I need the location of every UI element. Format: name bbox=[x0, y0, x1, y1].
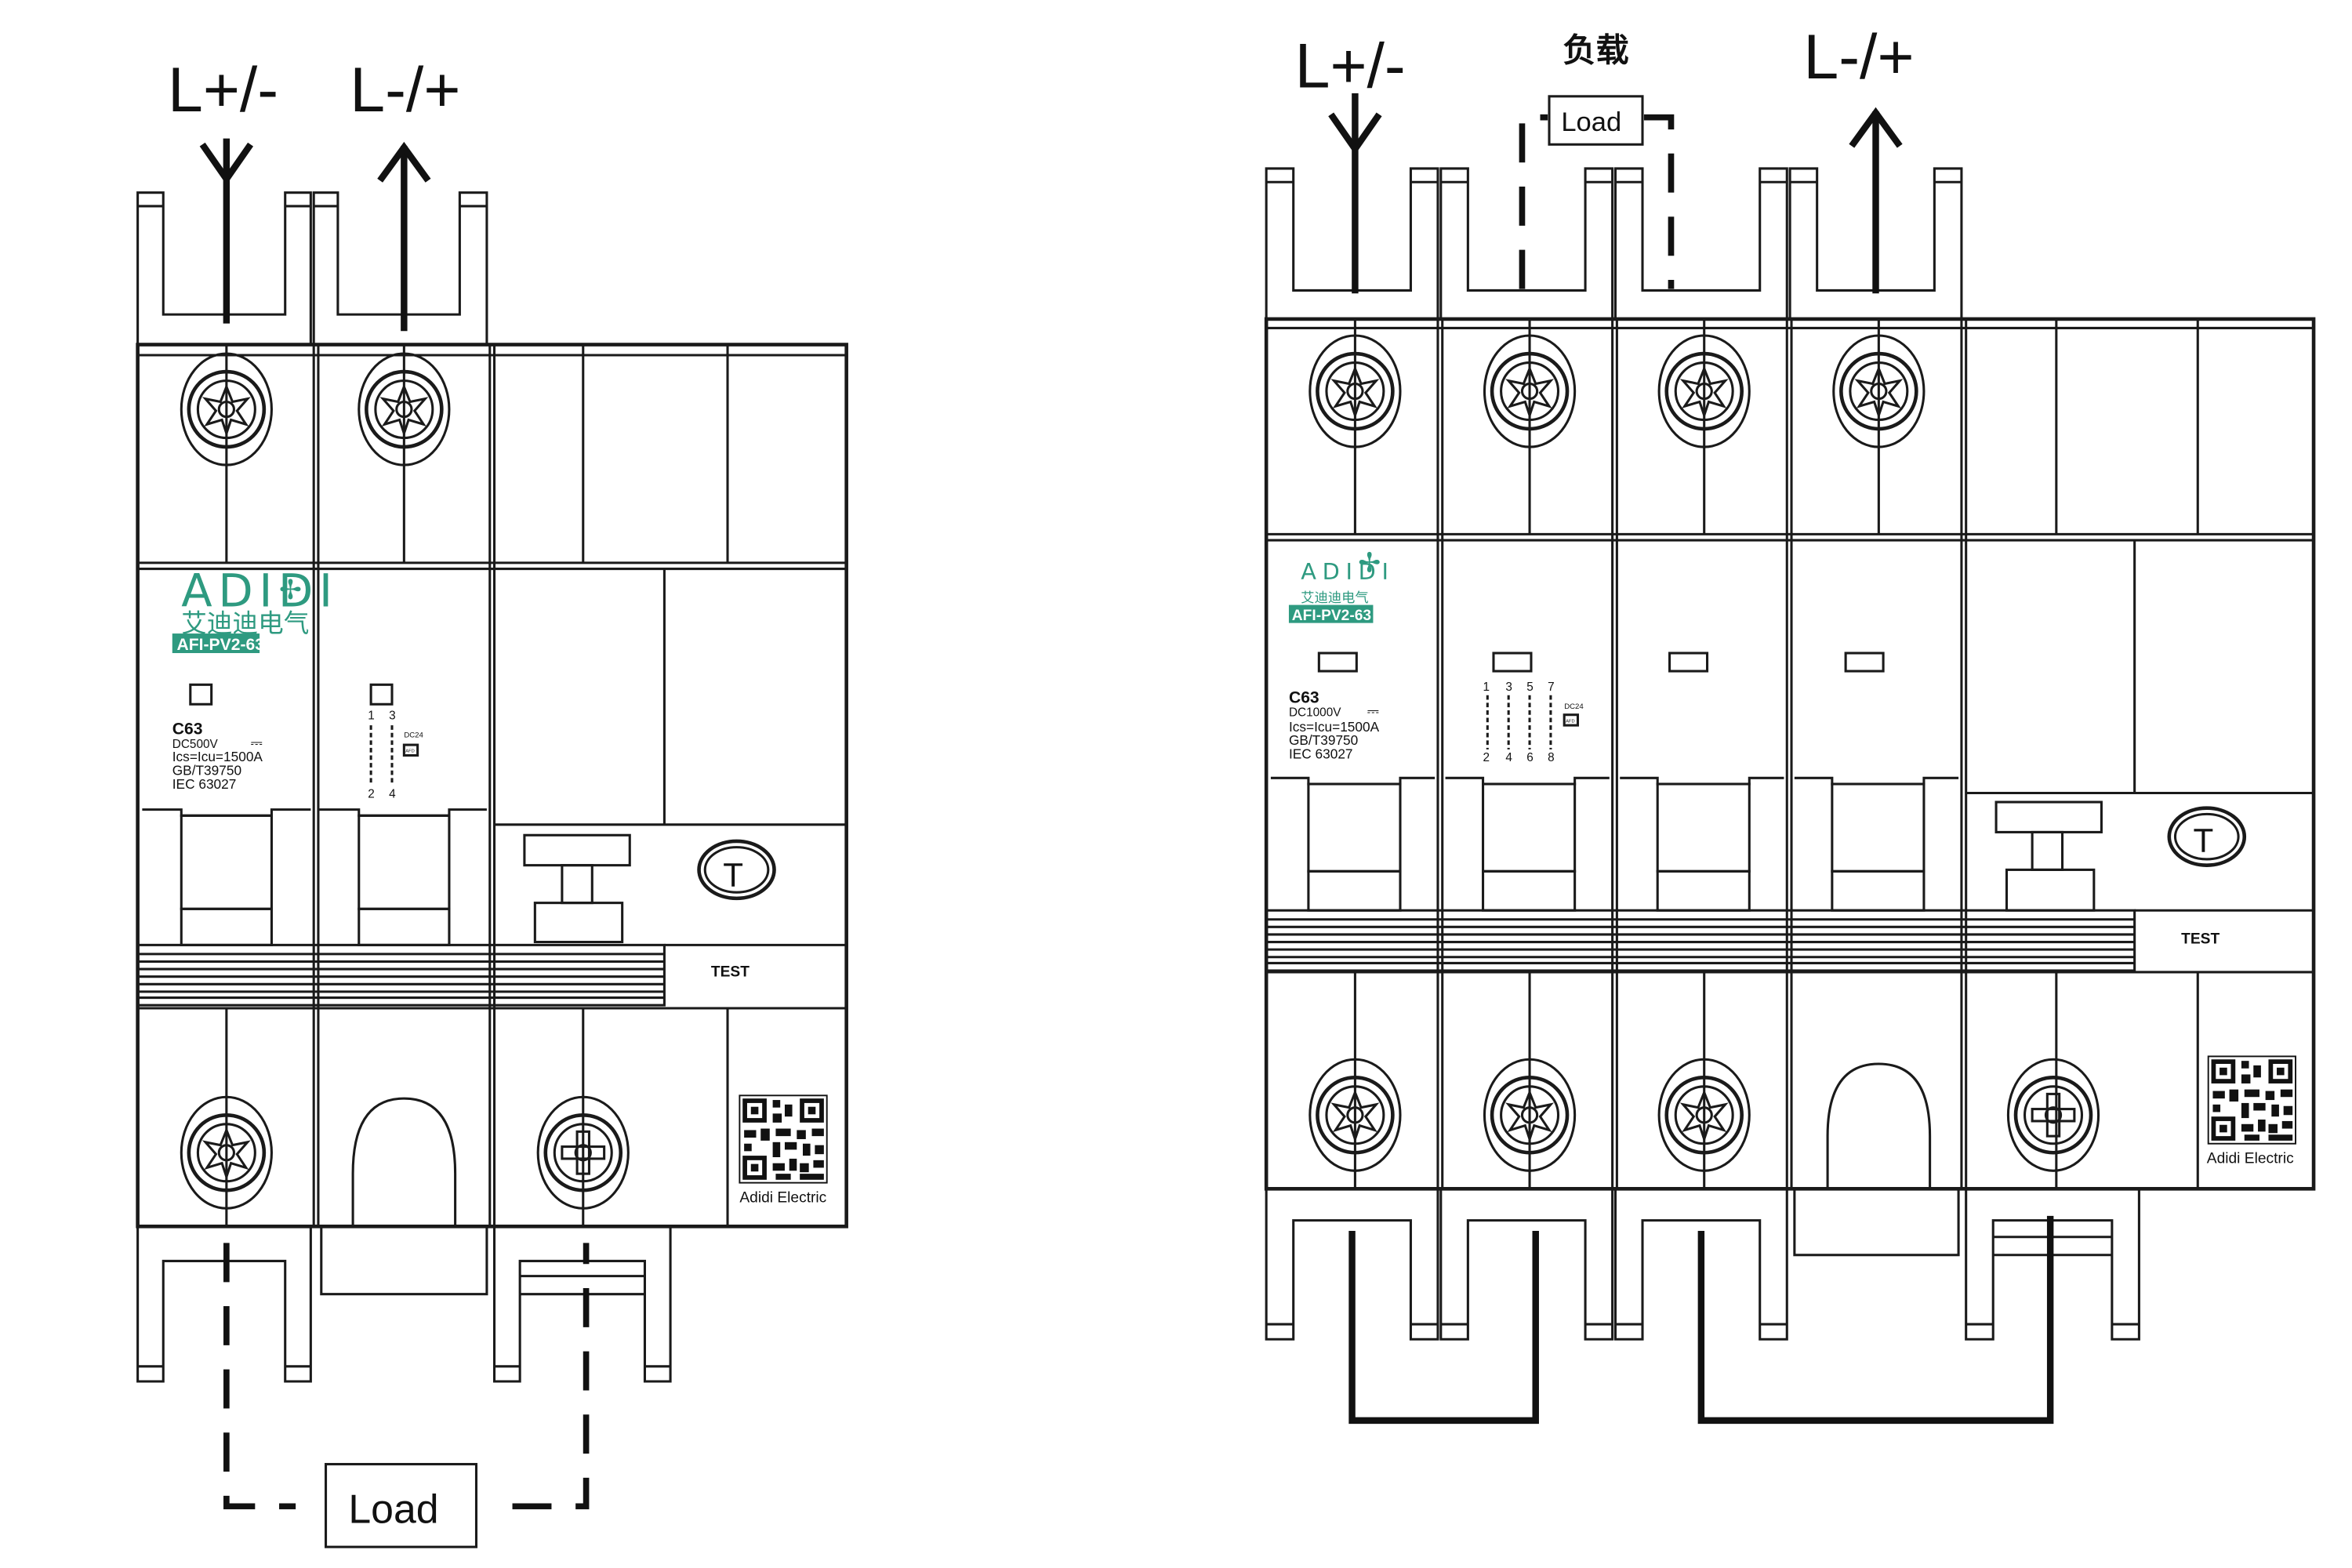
bottom-jumper-1 bbox=[1348, 1231, 1539, 1425]
right-wiring bbox=[1328, 93, 2054, 1425]
left-handles bbox=[142, 808, 631, 946]
svg-text:DC24: DC24 bbox=[404, 731, 423, 739]
right-bottom-prongs bbox=[1265, 1062, 2140, 1341]
status-window bbox=[1317, 652, 1358, 673]
left-wiring bbox=[199, 138, 590, 1548]
standard-gb: GB/T39750 bbox=[1289, 732, 1358, 748]
brand-cn-name: 艾迪迪电气 bbox=[1301, 590, 1368, 606]
standard-iec: IEC 63027 bbox=[172, 776, 237, 792]
svg-text:2: 2 bbox=[368, 787, 375, 800]
right-breaker-assembly: ADIDI ✢ 艾迪迪电气 AFI-PV2-63 C63 DC1000V ⎓ I… bbox=[1264, 167, 2316, 1341]
breaking-capacity: Ics=Icu=1500A bbox=[172, 749, 263, 764]
top-load-wire-1 bbox=[1519, 114, 1548, 289]
qr-caption: Adidi Electric bbox=[2207, 1151, 2294, 1167]
svg-text:6: 6 bbox=[1526, 751, 1534, 764]
right-handles bbox=[1270, 776, 2103, 912]
down-arrow-icon bbox=[1328, 112, 1382, 155]
voltage: DC500V bbox=[172, 738, 219, 751]
contact-schematic: 1 3 5 7 2 4 6 8 DC24 AFD bbox=[1483, 681, 1584, 764]
screw-terminal-icon[interactable] bbox=[2008, 1059, 2098, 1171]
svg-text:3: 3 bbox=[389, 709, 396, 722]
bottom-jumper-2 bbox=[1697, 1215, 2054, 1425]
svg-text:AFD: AFD bbox=[405, 750, 414, 754]
load-label: Load bbox=[348, 1486, 438, 1531]
terminal-label-1: L+/- bbox=[168, 55, 278, 125]
svg-text:1: 1 bbox=[1483, 681, 1490, 694]
svg-text:7: 7 bbox=[1548, 681, 1555, 694]
brand-logo: ADIDI bbox=[1301, 558, 1394, 585]
qr-caption: Adidi Electric bbox=[739, 1190, 826, 1207]
top-load-wire-2 bbox=[1643, 114, 1675, 289]
svg-text:DC24: DC24 bbox=[1564, 702, 1584, 711]
standard-iec: IEC 63027 bbox=[1289, 746, 1353, 761]
rating: C63 bbox=[172, 720, 203, 739]
load-box bbox=[325, 1463, 478, 1548]
brand-leaf-icon: ✢ bbox=[279, 575, 302, 605]
up-arrow-icon bbox=[377, 141, 431, 183]
left-breaker-assembly: ADIDI ✢ 艾迪迪电气 AFI-PV2-63 C63 DC500V ⎓ Ic… bbox=[136, 191, 848, 1383]
test-button-icon[interactable] bbox=[2167, 806, 2247, 867]
left-top-prongs bbox=[136, 191, 488, 345]
model-number: AFI-PV2-63 bbox=[177, 636, 264, 654]
brand-leaf-icon: ✢ bbox=[1358, 548, 1381, 578]
right-stripe-band bbox=[1265, 909, 2136, 972]
up-arrow-icon bbox=[1849, 107, 1903, 148]
left-stripe-band bbox=[136, 943, 666, 1007]
dc-symbol: ⎓ bbox=[1367, 704, 1379, 720]
load-wire-2 bbox=[512, 1243, 590, 1510]
status-window bbox=[189, 683, 213, 706]
load-wire-1 bbox=[223, 1243, 296, 1510]
contact-schematic: 1 3 2 4 DC24 AFD bbox=[368, 709, 423, 800]
model-badge bbox=[172, 633, 260, 654]
rating: C63 bbox=[1289, 688, 1319, 706]
status-window bbox=[1668, 652, 1709, 673]
svg-text:4: 4 bbox=[389, 787, 396, 800]
svg-text:5: 5 bbox=[1526, 681, 1534, 694]
svg-text:1: 1 bbox=[368, 709, 375, 722]
terminal-label-2: L-/+ bbox=[1803, 22, 1914, 93]
svg-text:8: 8 bbox=[1548, 751, 1555, 764]
status-window bbox=[369, 683, 394, 706]
status-window bbox=[1844, 652, 1885, 673]
left-bottom-prongs bbox=[136, 1097, 672, 1383]
test-label: TEST bbox=[2181, 931, 2220, 947]
svg-text:AFD: AFD bbox=[1566, 719, 1574, 724]
model-badge bbox=[1288, 604, 1374, 623]
status-window bbox=[1492, 652, 1533, 673]
top-load-box bbox=[1548, 95, 1644, 146]
voltage: DC1000V bbox=[1289, 706, 1341, 720]
dc-symbol: ⎓ bbox=[251, 735, 263, 752]
right-top-prongs bbox=[1265, 167, 1963, 319]
right-breaker-body bbox=[1264, 317, 2316, 1191]
brand-cn-name: 艾迪迪电气 bbox=[181, 608, 309, 638]
qr-code-icon[interactable] bbox=[2207, 1055, 2296, 1145]
model-number: AFI-PV2-63 bbox=[1292, 608, 1371, 624]
top-load-label: Load bbox=[1561, 107, 1621, 137]
svg-text:2: 2 bbox=[1483, 751, 1490, 764]
brand-logo: ADIDI bbox=[181, 565, 338, 618]
standard-gb: GB/T39750 bbox=[172, 762, 241, 778]
test-button-icon[interactable] bbox=[697, 839, 776, 901]
svg-text:3: 3 bbox=[1505, 681, 1512, 694]
terminal-label-2: L-/+ bbox=[350, 55, 460, 125]
load-label-cn: 负载 bbox=[1563, 31, 1628, 70]
breaking-capacity: Ics=Icu=1500A bbox=[1289, 719, 1380, 735]
test-label: TEST bbox=[711, 964, 750, 981]
down-arrow-icon bbox=[199, 142, 254, 185]
test-button-letter: T bbox=[2194, 822, 2214, 858]
svg-text:4: 4 bbox=[1505, 751, 1512, 764]
left-breaker-body bbox=[136, 343, 848, 1229]
qr-code-icon[interactable] bbox=[739, 1094, 828, 1184]
test-button-letter: T bbox=[723, 857, 743, 894]
terminal-label-1: L+/- bbox=[1295, 31, 1406, 101]
